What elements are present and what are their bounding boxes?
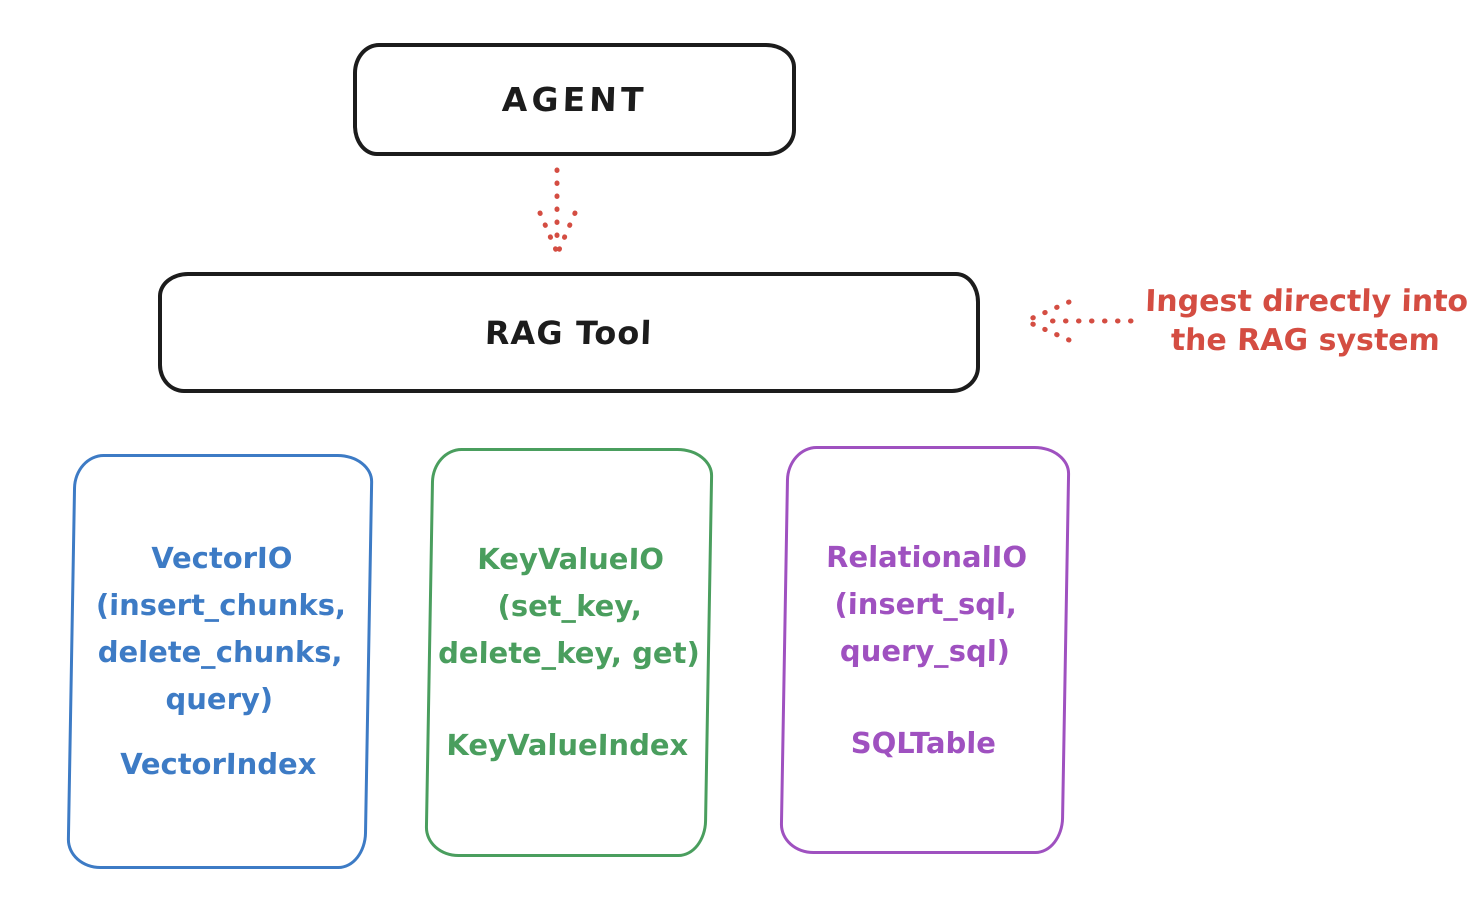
ingest-into-rag-arrow	[1025, 299, 1134, 343]
card-line: delete_key, get)	[437, 636, 701, 670]
rag-tool-box: RAG Tool	[158, 272, 980, 393]
vector-io-signature: VectorIO (insert_chunks, delete_chunks, …	[94, 535, 347, 723]
vector-io-card: VectorIO (insert_chunks, delete_chunks, …	[66, 454, 374, 869]
sql-table-label: SQLTable	[850, 725, 997, 760]
relational-io-card: RelationalIO (insert_sql, query_sql) SQL…	[779, 446, 1071, 854]
agent-label: AGENT	[501, 80, 648, 119]
card-line: KeyValueIO	[476, 542, 665, 576]
card-line: query)	[165, 682, 274, 716]
agent-to-rag-tool-arrow	[537, 167, 578, 253]
agent-box: AGENT	[353, 43, 796, 156]
relational-io-signature: RelationalIO (insert_sql, query_sql)	[824, 534, 1027, 675]
ingest-annotation-line2: the RAG system	[1170, 323, 1441, 358]
card-spacer	[568, 677, 569, 722]
card-line: query_sql)	[839, 633, 1011, 668]
card-line: (insert_chunks,	[95, 588, 347, 622]
card-line: RelationalIO	[825, 539, 1028, 574]
ingest-annotation-line1: Ingest directly into	[1144, 284, 1469, 319]
card-line: (set_key,	[497, 589, 643, 623]
card-line: delete_chunks,	[97, 635, 343, 669]
card-line: (insert_sql,	[834, 586, 1018, 621]
keyvalue-io-signature: KeyValueIO (set_key, delete_key, get)	[438, 536, 702, 677]
keyvalue-io-card: KeyValueIO (set_key, delete_key, get) Ke…	[424, 448, 714, 857]
card-line: VectorIO	[150, 541, 293, 575]
vector-index-label: VectorIndex	[119, 747, 317, 781]
ingest-annotation: Ingest directly into the RAG system	[1137, 282, 1476, 360]
card-spacer	[924, 675, 925, 720]
rag-tool-label: RAG Tool	[484, 313, 654, 352]
keyvalue-index-label: KeyValueIndex	[446, 728, 689, 762]
